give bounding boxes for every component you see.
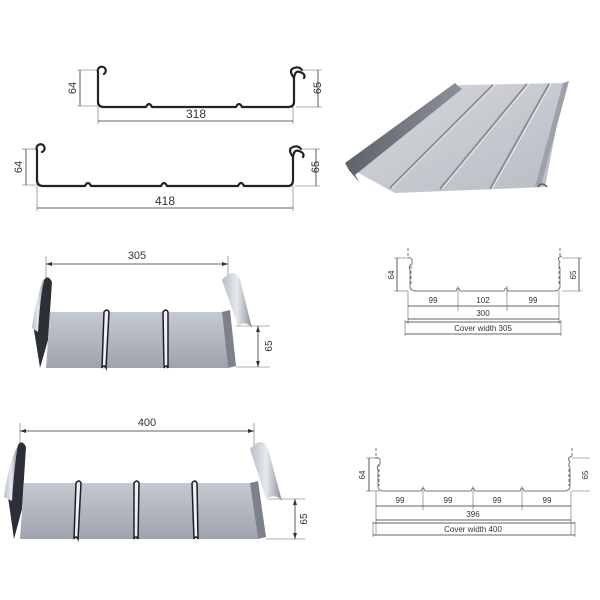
profile-418-right-height: 65 — [310, 161, 322, 173]
section-400-total: 396 — [466, 510, 480, 519]
panel-400-width: 400 — [138, 417, 156, 429]
section-400-left-height: 64 — [358, 470, 367, 479]
panel-400-height: 65 — [299, 513, 310, 525]
section-400-segment-2: 99 — [444, 496, 453, 505]
profile-418-left-height: 64 — [13, 161, 25, 173]
panel-400-3d: 400 65 — [0, 405, 320, 555]
section-305-left-height: 64 — [387, 270, 396, 279]
panel-3d-perspective — [335, 75, 585, 225]
profile-318-width: 318 — [186, 107, 206, 121]
panel-305-3d: 305 65 — [0, 240, 290, 390]
profile-318-left-height: 64 — [67, 82, 79, 94]
panel-305-height: 65 — [264, 340, 275, 352]
section-305-drawing: 64 65 99 102 99 300 Cover width 305 — [350, 240, 590, 340]
section-400-cover-width: Cover width 400 — [444, 525, 502, 534]
section-305-segment-2: 102 — [476, 296, 490, 305]
section-400-segment-4: 99 — [543, 496, 552, 505]
section-305-segment-1: 99 — [429, 296, 438, 305]
panel-305-width: 305 — [128, 250, 146, 262]
section-305-segment-3: 99 — [529, 296, 538, 305]
section-305-total: 300 — [476, 309, 490, 318]
section-400-right-height: 65 — [581, 470, 590, 479]
section-400-segment-1: 99 — [396, 496, 405, 505]
section-400-segment-3: 99 — [493, 496, 502, 505]
profile-318-drawing: 64 65 318 — [0, 60, 330, 130]
section-400-drawing: 64 65 99 99 99 99 396 Cover width 400 — [340, 430, 590, 540]
profile-418-drawing: 64 65 418 — [0, 140, 330, 215]
profile-418-width: 418 — [155, 194, 175, 208]
section-305-right-height: 65 — [569, 270, 578, 279]
profile-318-right-height: 65 — [312, 82, 324, 94]
section-305-cover-width: Cover width 305 — [454, 324, 512, 333]
